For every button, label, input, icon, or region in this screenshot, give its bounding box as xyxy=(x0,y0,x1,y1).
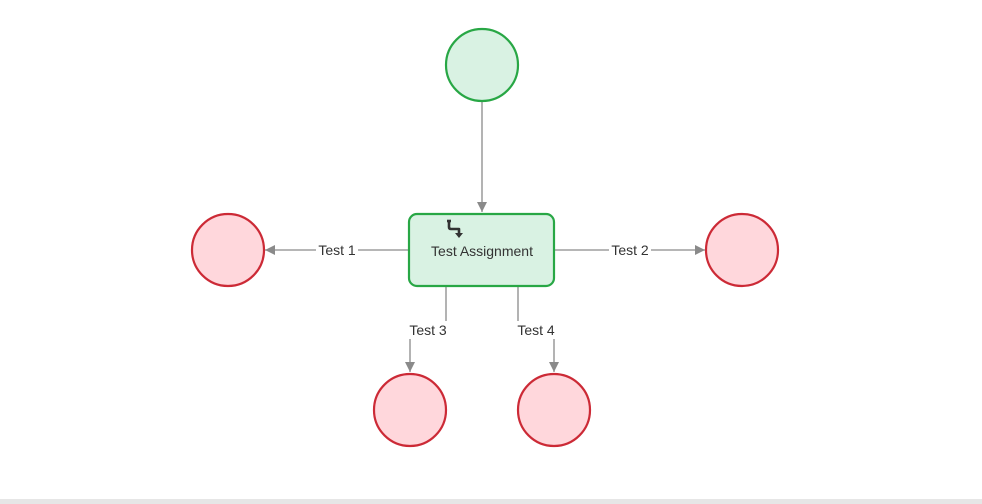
flow-label-test-1: Test 1 xyxy=(318,242,356,258)
end-event-bottom-left[interactable] xyxy=(372,372,448,448)
task-test-assignment[interactable]: Test Assignment xyxy=(407,212,556,288)
flow-test-4[interactable]: Test 4 xyxy=(514,287,559,372)
flow-label-test-3: Test 3 xyxy=(409,322,447,338)
flow-label-test-2: Test 2 xyxy=(611,242,649,258)
end-event-bottom-right[interactable] xyxy=(516,372,592,448)
end-event-left[interactable] xyxy=(190,212,266,288)
task-label: Test Assignment xyxy=(431,243,533,259)
flow-test-2[interactable]: Test 2 xyxy=(555,241,705,259)
end-event-right[interactable] xyxy=(704,212,780,288)
business-rule-icon xyxy=(447,219,463,238)
flow-test-3[interactable]: Test 3 xyxy=(405,287,450,372)
flow-test-1[interactable]: Test 1 xyxy=(265,241,409,259)
bottom-scrollbar-track[interactable] xyxy=(0,499,982,504)
start-event[interactable] xyxy=(444,27,520,103)
flow-label-test-4: Test 4 xyxy=(517,322,555,338)
